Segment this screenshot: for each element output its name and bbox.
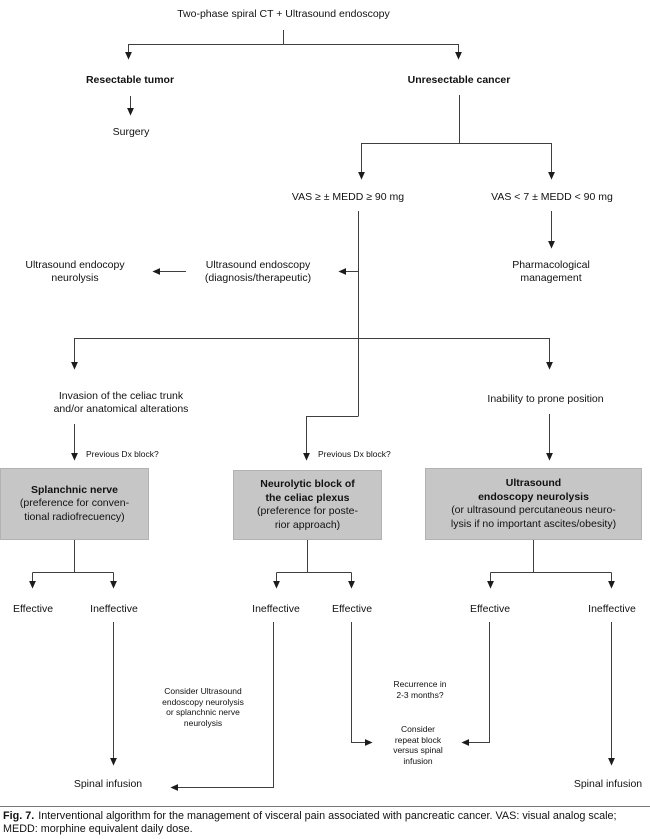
node-invasion-celiac-trunk: Invasion of the celiac trunk and/or anat… xyxy=(53,390,189,415)
caption-divider xyxy=(0,806,650,807)
node-unresectable-cancer: Unresectable cancer xyxy=(407,74,511,86)
label-previous-dx-block-middle: Previous Dx block? xyxy=(318,449,391,459)
label-ineffective-right: Ineffective xyxy=(588,603,636,615)
node-surgery: Surgery xyxy=(112,126,150,138)
node-ultrasound-endoscopy-neurolysis: Ultrasound endocopy neurolysis xyxy=(25,259,125,284)
mid-branch-lines xyxy=(71,211,555,461)
box-ultrasound-endoscopy-neurolysis: Ultrasound endoscopy neurolysis (or ultr… xyxy=(425,468,642,540)
caption-label: Fig. 7. xyxy=(3,810,35,822)
note-consider-ultrasound-neurolysis: Consider Ultrasound endoscopy neurolysis… xyxy=(162,686,244,728)
label-ineffective-left: Ineffective xyxy=(90,603,138,615)
label-ineffective-middle: Ineffective xyxy=(252,603,300,615)
box-splanchnic-nerve: Splanchnic nerve (preference for conven-… xyxy=(0,468,149,540)
node-vas-high: VAS ≥ ± MEDD ≥ 90 mg xyxy=(291,191,405,203)
node-spinal-infusion-left: Spinal infusion xyxy=(73,778,143,790)
node-pharmacological-management: Pharmacological management xyxy=(512,259,590,284)
node-inability-prone-position: Inability to prone position xyxy=(487,393,604,405)
label-previous-dx-block-left: Previous Dx block? xyxy=(86,449,159,459)
flow-title: Two-phase spiral CT + Ultrasound endosco… xyxy=(177,8,390,20)
outcome-split-lines xyxy=(29,540,615,589)
node-vas-low: VAS < 7 ± MEDD < 90 mg xyxy=(491,191,613,203)
label-effective-left: Effective xyxy=(12,603,54,615)
top-branch-lines xyxy=(125,30,555,180)
label-effective-right: Effective xyxy=(469,603,511,615)
node-resectable-tumor: Resectable tumor xyxy=(85,74,175,86)
label-effective-middle: Effective xyxy=(331,603,373,615)
figure-caption: Fig. 7.Interventional algorithm for the … xyxy=(3,810,647,836)
note-recurrence: Recurrence in 2-3 months? xyxy=(393,679,447,700)
box-neurolytic-celiac-plexus: Neurolytic block of the celiac plexus (p… xyxy=(233,470,382,540)
caption-text: Interventional algorithm for the managem… xyxy=(3,810,617,835)
node-spinal-infusion-right: Spinal infusion xyxy=(573,778,643,790)
note-consider-repeat-block: Consider repeat block versus spinal infu… xyxy=(393,724,443,766)
node-ultrasound-endoscopy-diagnostic: Ultrasound endoscopy (diagnosis/therapeu… xyxy=(204,259,312,284)
bottom-lines xyxy=(110,622,615,791)
